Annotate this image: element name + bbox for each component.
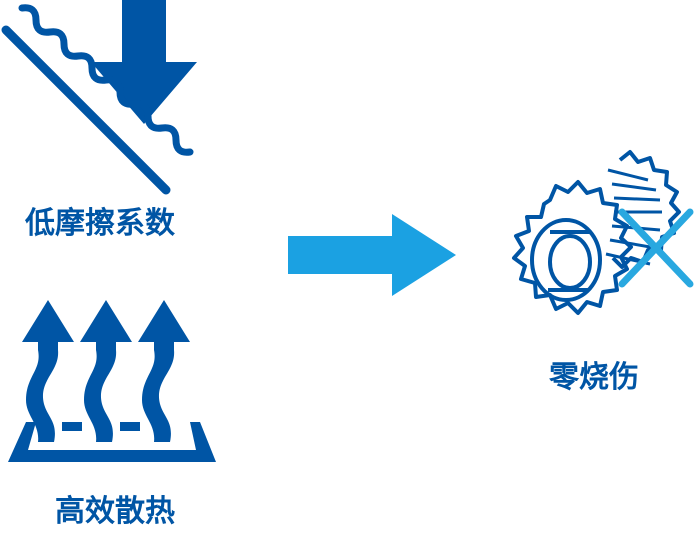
heat-label: 高效散热 (55, 494, 175, 529)
right-arrow-icon (288, 214, 456, 296)
heat-arrows (22, 300, 190, 442)
gear-front (512, 180, 633, 315)
friction-label: 低摩擦系数 (25, 206, 175, 241)
heat-dissipation-icon (8, 300, 216, 462)
cross-mark-icon (618, 208, 694, 288)
surface-line (1, 25, 171, 195)
gear-hub-outer (530, 218, 602, 302)
wavy-line (18, 4, 194, 156)
low-friction-icon (1, 0, 197, 195)
gear-hub-inner (548, 234, 592, 290)
result-label: 零烧伤 (549, 360, 639, 395)
gear-no-burn-icon (512, 150, 694, 315)
heat-plate (8, 422, 216, 462)
